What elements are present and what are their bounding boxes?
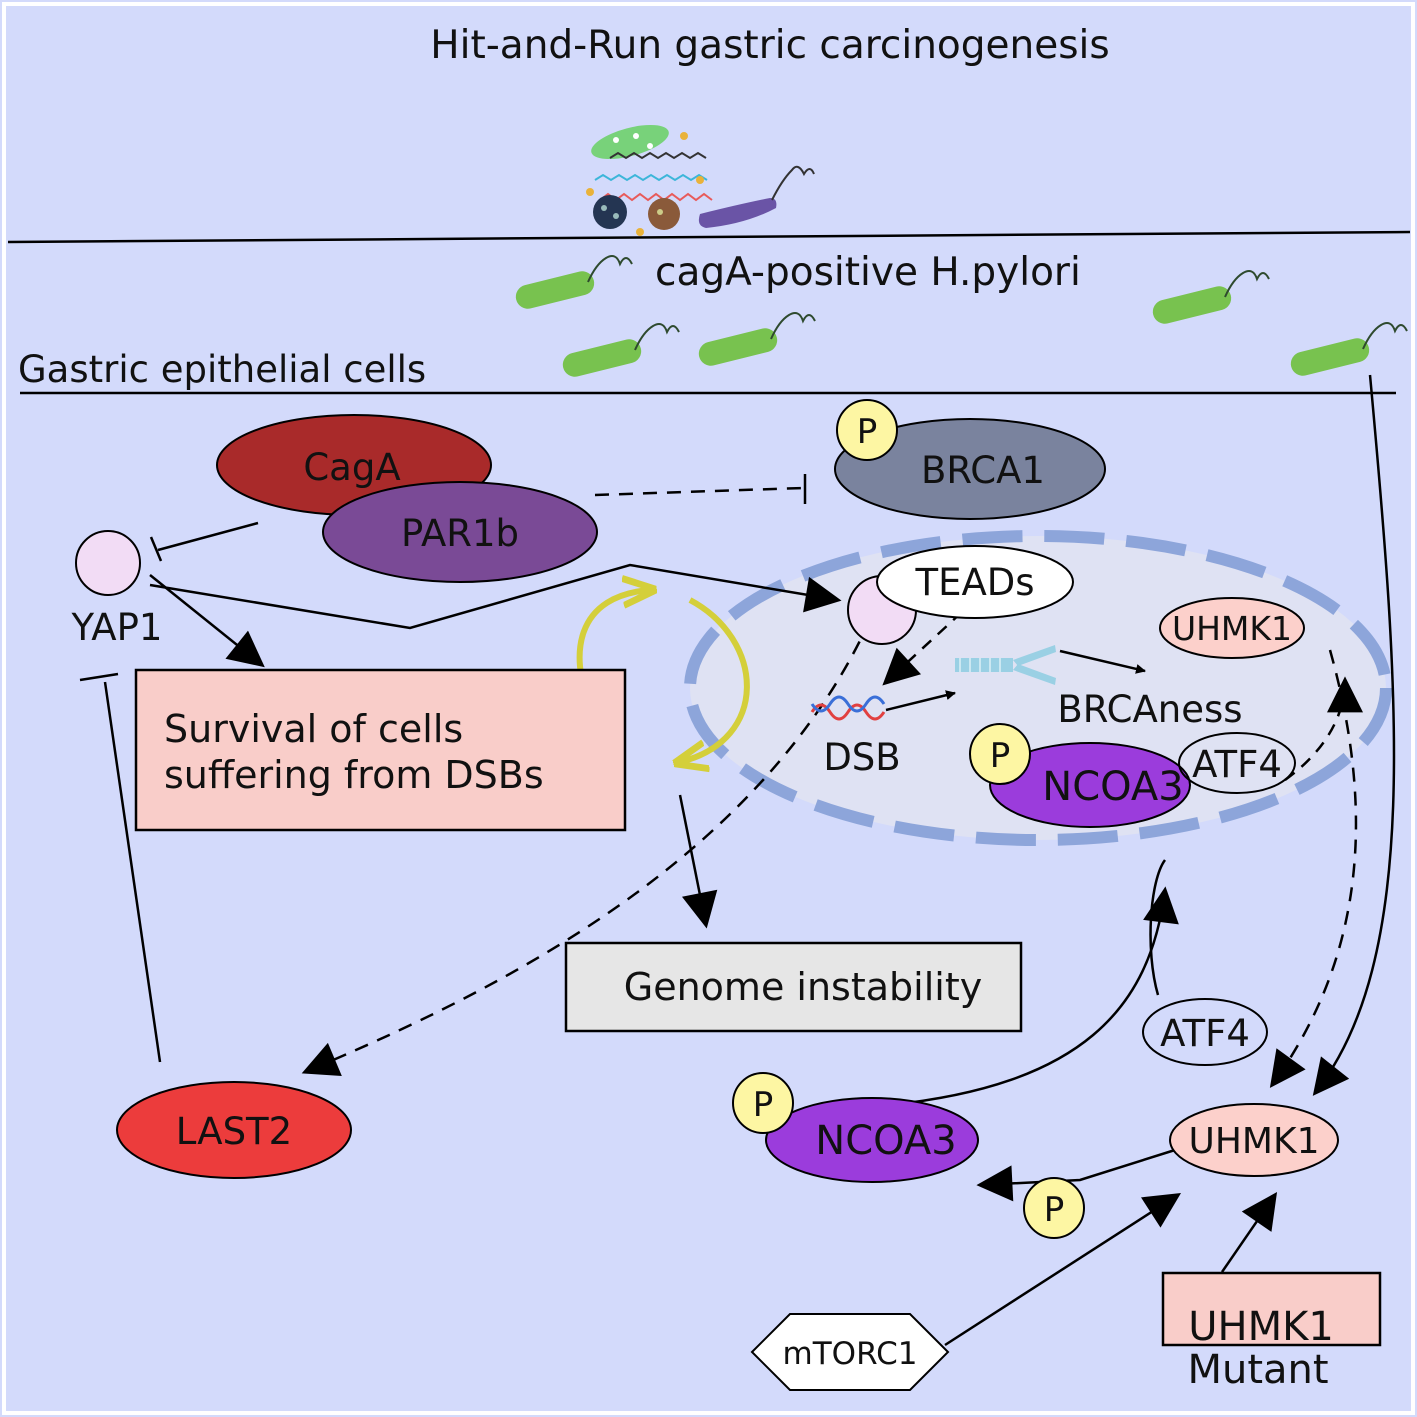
diagram-title: Hit-and-Run gastric carcinogenesis bbox=[430, 23, 1109, 68]
par1b-node bbox=[322, 481, 598, 583]
ncoa3-node bbox=[765, 1097, 979, 1183]
mtorc1-node bbox=[750, 1313, 950, 1391]
uhmk1-nucleus-label: UHMK1 bbox=[1172, 609, 1292, 648]
epithelial-label: Gastric epithelial cells bbox=[18, 348, 426, 391]
survival-line1: Survival of cells bbox=[164, 707, 463, 751]
genome-instability-label: Genome instability bbox=[624, 965, 982, 1009]
mtorc1-label: mTORC1 bbox=[783, 1336, 918, 1372]
uhmk1-label: UHMK1 bbox=[1189, 1121, 1320, 1162]
survival-line2: suffering from DSBs bbox=[164, 753, 544, 797]
ncoa3-nucleus-phospho-label: P bbox=[990, 736, 1011, 776]
yap1-node bbox=[75, 530, 141, 596]
uhmk1-phospho-label: P bbox=[1044, 1190, 1065, 1230]
hpylori-label: cagA-positive H.pylori bbox=[655, 250, 1081, 295]
connectors bbox=[79, 374, 1396, 1347]
microbiota-icon bbox=[586, 124, 815, 236]
ncoa3-nucleus-phospho-badge bbox=[969, 723, 1031, 785]
brca1-label: BRCA1 bbox=[921, 449, 1045, 492]
lumen-separator bbox=[7, 230, 1411, 244]
brca1-phospho-label: P bbox=[857, 412, 878, 452]
mutant-label: Mutant bbox=[1187, 1347, 1328, 1393]
dna-icon bbox=[810, 695, 886, 721]
uhmk1-mutant-label: UHMK1 bbox=[1188, 1304, 1334, 1350]
atf4-node bbox=[1142, 998, 1268, 1066]
teads-label: TEADs bbox=[914, 561, 1034, 604]
last2-node bbox=[116, 1081, 352, 1179]
brcaness-label: BRCAness bbox=[1057, 688, 1242, 731]
brca1-node bbox=[834, 418, 1106, 520]
teads-node bbox=[876, 545, 1074, 619]
ncoa3-nucleus-label: NCOA3 bbox=[1042, 764, 1183, 810]
ncoa3-phospho-label: P bbox=[753, 1085, 774, 1125]
survival-box bbox=[134, 668, 627, 832]
atf4-nucleus-label: ATF4 bbox=[1192, 743, 1282, 786]
brca1-phospho-badge bbox=[836, 399, 898, 461]
par1b-label: PAR1b bbox=[401, 512, 519, 555]
uhmk1-nucleus-node bbox=[1159, 597, 1305, 659]
ncoa3-nucleus-node bbox=[989, 742, 1191, 828]
uhmk1-phospho-badge bbox=[1023, 1177, 1085, 1239]
ncoa3-label: NCOA3 bbox=[815, 1118, 956, 1164]
uhmk1-node bbox=[1169, 1103, 1339, 1177]
genome-instability-box bbox=[564, 941, 1023, 1033]
yap1-label: YAP1 bbox=[71, 606, 163, 649]
last2-label: LAST2 bbox=[176, 1110, 292, 1153]
ncoa3-phospho-badge bbox=[732, 1072, 794, 1134]
brcaness-icon bbox=[955, 645, 1056, 685]
hpylori-icon bbox=[515, 255, 1408, 377]
dsb-label: DSB bbox=[823, 736, 900, 779]
caga-label: CagA bbox=[303, 446, 400, 489]
atf4-nucleus-node bbox=[1178, 732, 1296, 794]
uhmk1-mutant-box bbox=[1161, 1271, 1382, 1347]
atf4-label: ATF4 bbox=[1160, 1012, 1250, 1055]
